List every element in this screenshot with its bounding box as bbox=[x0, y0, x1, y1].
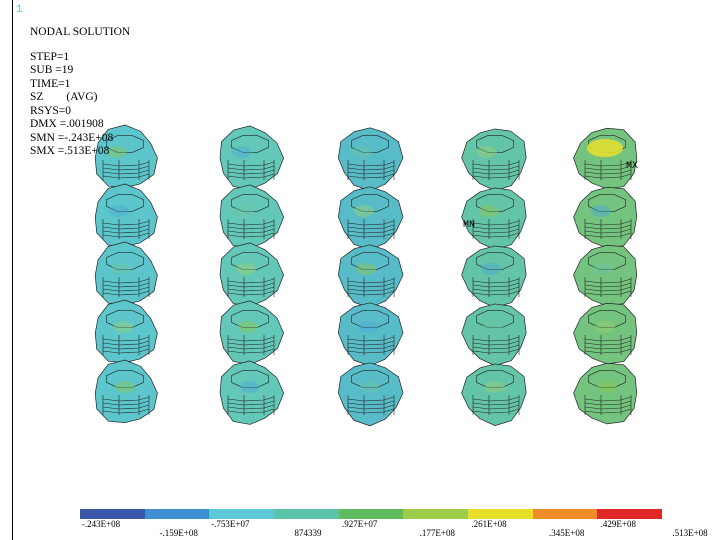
legend-label-lower: .513E+08 bbox=[672, 528, 708, 538]
legend-color-band bbox=[597, 509, 663, 519]
hex-element-cluster bbox=[337, 127, 404, 192]
legend-label-lower: -.159E+08 bbox=[159, 528, 198, 538]
legend-label-upper: .429E+08 bbox=[600, 519, 636, 529]
max-marker: MX bbox=[626, 161, 638, 172]
max-stress-region bbox=[587, 139, 623, 157]
legend-color-band bbox=[274, 509, 339, 519]
step-label: STEP=1 bbox=[30, 50, 70, 63]
legend-label-lower: .345E+08 bbox=[548, 528, 585, 538]
rsys-label: RSYS=0 bbox=[30, 104, 72, 117]
legend-label-lower: .177E+08 bbox=[419, 528, 455, 538]
hex-element-cluster bbox=[94, 241, 158, 305]
hex-element-cluster bbox=[94, 299, 158, 363]
legend-label-upper: -.753E+07 bbox=[211, 519, 250, 529]
hex-element-cluster bbox=[219, 242, 285, 307]
hex-element-cluster bbox=[461, 245, 527, 308]
hex-element-cluster bbox=[219, 360, 285, 425]
component-label: SZ (AVG) bbox=[30, 91, 98, 103]
hex-element-cluster bbox=[573, 244, 638, 307]
graphics-window-frame bbox=[12, 0, 716, 540]
smx-label: SMX =.513E+08 bbox=[30, 145, 110, 157]
hex-element-cluster bbox=[573, 186, 638, 249]
plot-info-panel: NODAL SOLUTION STEP=1 SUB =19 TIME=1 SZ … bbox=[30, 26, 130, 159]
hex-element-cluster bbox=[337, 244, 404, 309]
dmx-label: DMX =.001908 bbox=[30, 118, 104, 130]
time-label: TIME=1 bbox=[30, 77, 71, 90]
hex-element-cluster bbox=[337, 302, 404, 367]
hex-element-cluster bbox=[461, 187, 527, 250]
min-marker: MN bbox=[463, 220, 475, 231]
hex-element-cluster bbox=[461, 363, 527, 426]
plot-title: NODAL SOLUTION bbox=[30, 26, 131, 38]
legend-color-band bbox=[338, 509, 404, 519]
hex-element-cluster bbox=[219, 300, 285, 365]
hex-element-cluster bbox=[94, 359, 158, 423]
substep-label: SUB =19 bbox=[30, 64, 74, 76]
contour-legend-bar bbox=[80, 509, 663, 519]
hex-element-cluster bbox=[94, 124, 158, 188]
legend-color-band bbox=[80, 509, 145, 519]
legend-label-upper: .261E+08 bbox=[471, 519, 507, 529]
hex-element-cluster bbox=[461, 128, 527, 191]
legend-color-band bbox=[532, 509, 598, 519]
legend-color-band bbox=[144, 509, 210, 519]
hex-element-cluster bbox=[337, 186, 404, 251]
window-number: 1 bbox=[16, 4, 23, 16]
legend-color-band bbox=[403, 509, 469, 519]
legend-label-upper: .927E+07 bbox=[341, 519, 378, 529]
legend-color-band bbox=[468, 509, 533, 519]
hex-element-cluster bbox=[461, 303, 527, 366]
hex-element-cluster bbox=[573, 302, 638, 365]
legend-label-lower: 874339 bbox=[294, 528, 322, 538]
model-viewport[interactable]: MX MN bbox=[0, 0, 716, 500]
hex-element-cluster bbox=[573, 362, 638, 425]
smn-label: SMN =-.243E+08 bbox=[30, 131, 114, 144]
legend-label-upper: -.243E+08 bbox=[81, 519, 121, 529]
hex-element-cluster bbox=[219, 125, 285, 190]
hex-element-cluster bbox=[219, 184, 285, 249]
legend-color-band bbox=[209, 509, 275, 519]
hex-element-cluster bbox=[94, 183, 158, 247]
hex-element-cluster bbox=[573, 127, 638, 190]
hex-element-cluster bbox=[337, 362, 404, 427]
